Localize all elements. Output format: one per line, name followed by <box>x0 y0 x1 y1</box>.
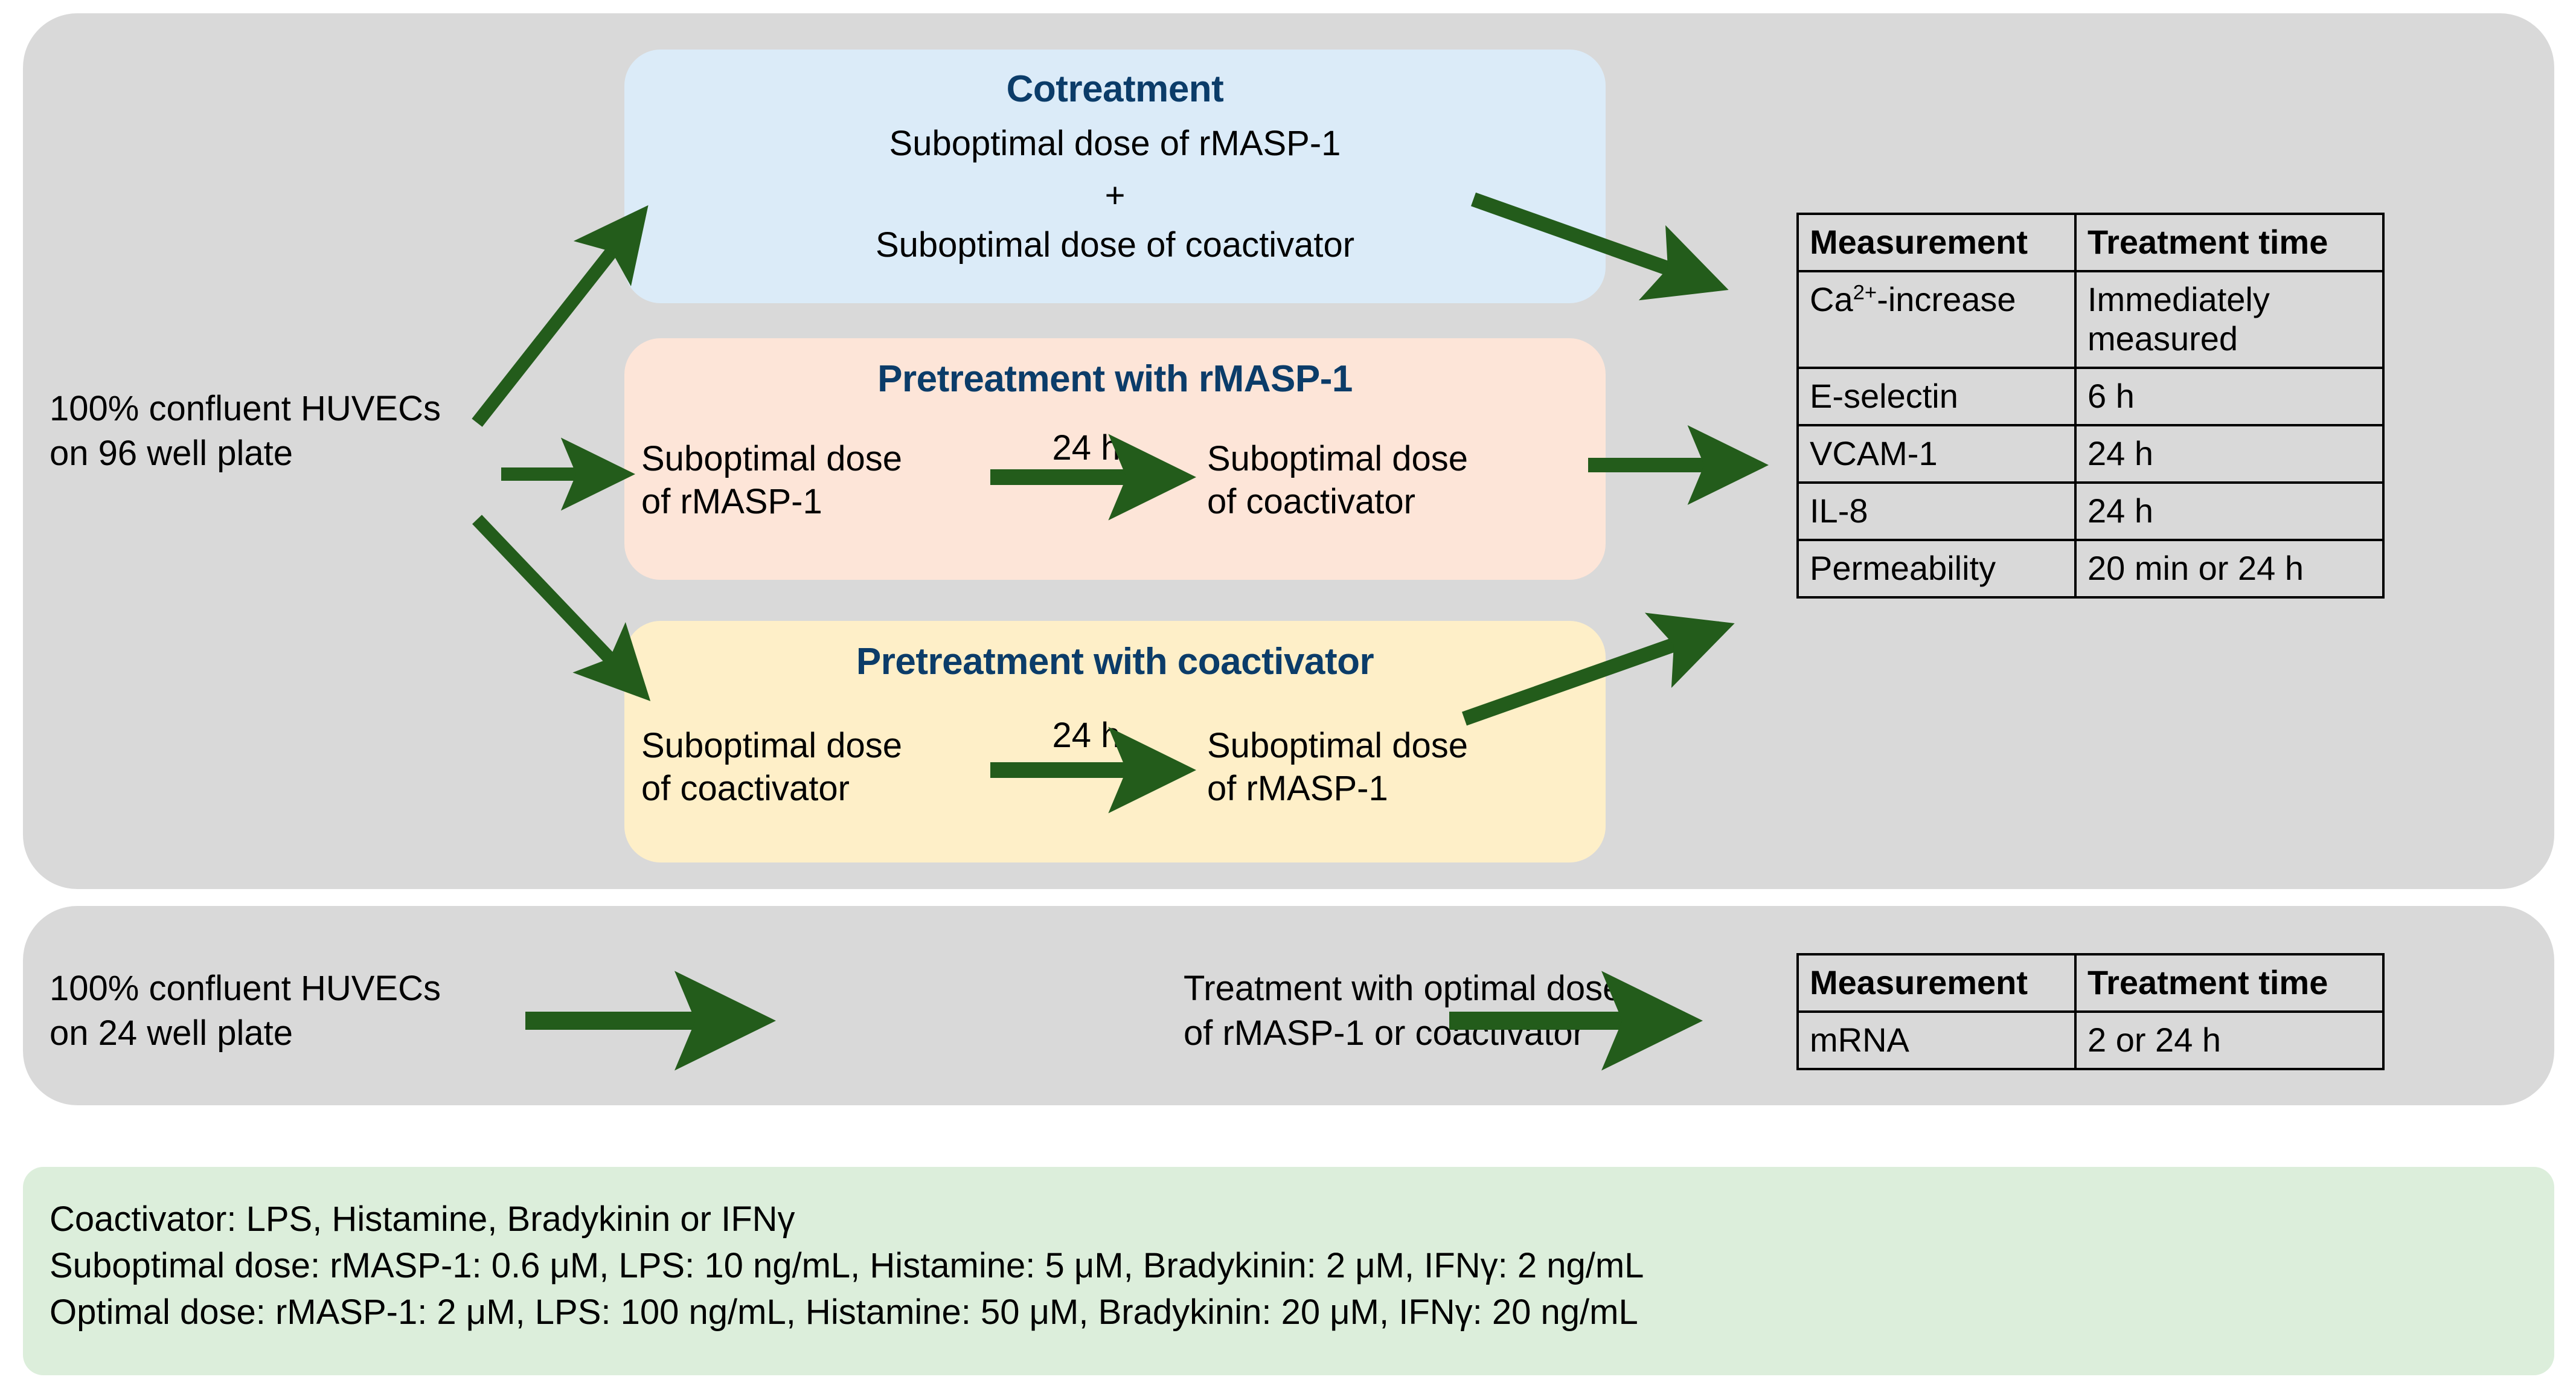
table-row: mRNA 2 or 24 h <box>1796 1010 2385 1070</box>
legend-line-suboptimal: Suboptimal dose: rMASP-1: 0.6 μM, LPS: 1… <box>50 1246 1644 1286</box>
pretreat-rmasp1-step-1: Suboptimal dose of rMASP-1 <box>641 439 903 521</box>
measurement-table-96-well: Measurement Treatment time Ca2+-increase… <box>1796 213 2385 599</box>
box-pretreatment-coactivator: Pretreatment with coactivator Suboptimal… <box>624 621 1606 862</box>
table-header-measurement: Measurement <box>1796 953 2077 1013</box>
cell-time-ca2-increase: Immediately measured <box>2074 270 2385 369</box>
pretreat-rmasp1-interval: 24 h <box>1052 428 1121 467</box>
cell-measurement-ca2-increase: Ca2+-increase <box>1796 270 2077 369</box>
cell-measurement-il-8: IL-8 <box>1796 481 2077 541</box>
cell-time-mrna: 2 or 24 h <box>2074 1010 2385 1070</box>
cell-measurement-mrna: mRNA <box>1796 1010 2077 1070</box>
source-label-24-well: 100% confluent HUVECs on 24 well plate <box>50 969 441 1053</box>
box-cotreatment-line-2: Suboptimal dose of coactivator <box>875 225 1355 265</box>
cell-measurement-vcam-1: VCAM-1 <box>1796 424 2077 484</box>
box-cotreatment-title: Cotreatment <box>1006 68 1224 110</box>
cell-measurement-permeability: Permeability <box>1796 539 2077 599</box>
cell-time-e-selectin: 6 h <box>2074 367 2385 426</box>
source-label-96-well: 100% confluent HUVECs on 96 well plate <box>50 389 441 474</box>
panel-dose-legend <box>23 1167 2554 1375</box>
ca-tail: -increase <box>1877 280 2016 318</box>
legend-line-coactivator: Coactivator: LPS, Histamine, Bradykinin … <box>50 1199 795 1239</box>
dose-legend-text: Coactivator: LPS, Histamine, Bradykinin … <box>50 1196 1644 1335</box>
table-row: Ca2+-increase Immediately measured <box>1796 270 2385 369</box>
box-pretreatment-coactivator-title: Pretreatment with coactivator <box>856 641 1374 682</box>
treatment-label-optimal-dose: Treatment with optimal dose of rMASP-1 o… <box>1184 969 1623 1053</box>
table-row: Permeability 20 min or 24 h <box>1796 539 2385 599</box>
ca-base: Ca <box>1810 280 1853 318</box>
table-header-treatment-time: Treatment time <box>2074 213 2385 272</box>
box-cotreatment-line-plus: + <box>1104 176 1126 215</box>
table-header-treatment-time: Treatment time <box>2074 953 2385 1013</box>
cell-time-il-8: 24 h <box>2074 481 2385 541</box>
box-pretreatment-rmasp1-title: Pretreatment with rMASP-1 <box>877 358 1353 400</box>
box-pretreatment-rmasp1: Pretreatment with rMASP-1 Suboptimal dos… <box>624 338 1606 580</box>
table-header-row: Measurement Treatment time <box>1796 213 2385 272</box>
measurement-table-24-well: Measurement Treatment time mRNA 2 or 24 … <box>1796 953 2385 1070</box>
pretreat-coactivator-interval: 24 h <box>1052 716 1121 755</box>
table-header-row: Measurement Treatment time <box>1796 953 2385 1013</box>
ca-superscript: 2+ <box>1853 281 1877 304</box>
box-cotreatment: Cotreatment Suboptimal dose of rMASP-1 +… <box>624 50 1606 303</box>
pretreat-coactivator-step-1: Suboptimal dose of coactivator <box>641 726 903 808</box>
cell-time-vcam-1: 24 h <box>2074 424 2385 484</box>
table-header-measurement: Measurement <box>1796 213 2077 272</box>
pretreat-rmasp1-step-2: Suboptimal dose of coactivator <box>1207 439 1469 521</box>
table-row: IL-8 24 h <box>1796 481 2385 541</box>
cell-time-permeability: 20 min or 24 h <box>2074 539 2385 599</box>
table-row: E-selectin 6 h <box>1796 367 2385 426</box>
legend-line-optimal: Optimal dose: rMASP-1: 2 μM, LPS: 100 ng… <box>50 1293 1638 1332</box>
cell-measurement-e-selectin: E-selectin <box>1796 367 2077 426</box>
table-row: VCAM-1 24 h <box>1796 424 2385 484</box>
box-cotreatment-line-1: Suboptimal dose of rMASP-1 <box>889 124 1341 163</box>
pretreat-coactivator-step-2: Suboptimal dose of rMASP-1 <box>1207 726 1469 808</box>
